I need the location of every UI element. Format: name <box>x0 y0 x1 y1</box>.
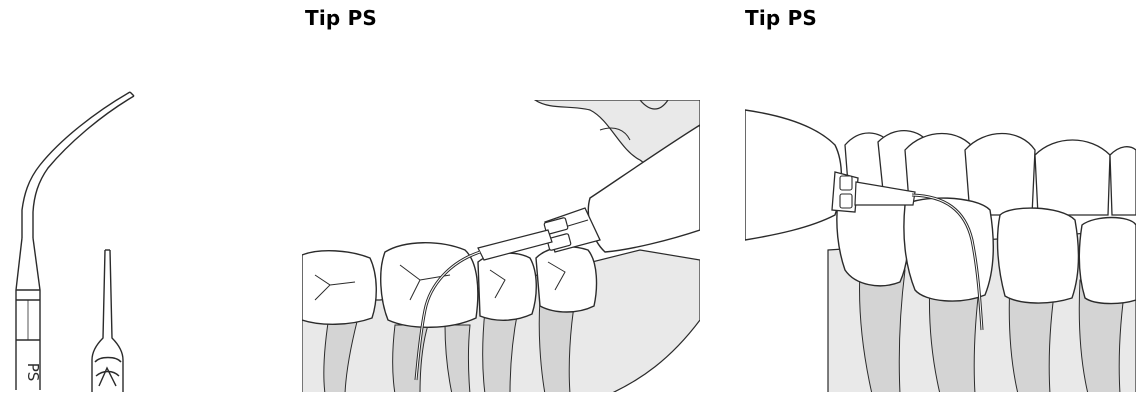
anterior-scaler-handpiece <box>745 110 841 240</box>
